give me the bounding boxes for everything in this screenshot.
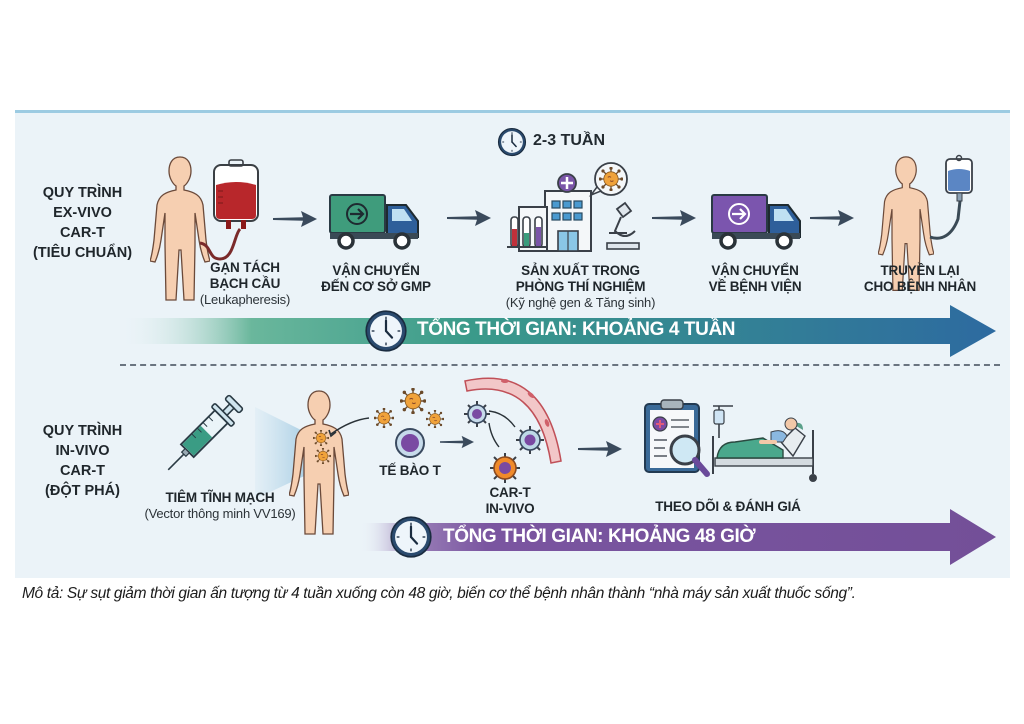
step-reinfusion-label: TRUYỀN LẠI CHO BỆNH NHÂN <box>860 263 980 295</box>
body-with-blood-bag-icon <box>150 156 259 301</box>
title-line: QUY TRÌNH <box>42 185 123 201</box>
title-line: IN-VIVO <box>55 443 110 459</box>
step-label-line: VẬN CHUYỂN <box>332 263 420 278</box>
step-label-line: TIÊM TĨNH MẠCH <box>165 490 275 505</box>
step-label-line: PHÒNG THÍ NGHIỆM <box>515 279 646 294</box>
step-label-line: BẠCH CẦU <box>209 276 281 291</box>
exvivo-process-title: QUY TRÌNH EX-VIVO CAR-T (TIÊU CHUẨN) <box>20 183 145 263</box>
step-label-line: CAR-T <box>489 485 531 500</box>
title-line: CAR-T <box>59 225 106 241</box>
title-line: EX-VIVO <box>53 205 112 221</box>
step-note: (Kỹ nghệ gen & Tăng sinh) <box>505 295 656 310</box>
flow-arrow-icon <box>810 210 854 226</box>
exvivo-timeline-arrow <box>120 305 996 357</box>
step-label-line: CHO BỆNH NHÂN <box>863 279 977 294</box>
flow-arrow-icon <box>447 210 491 226</box>
clipboard-and-patient-bed-icon <box>644 399 817 482</box>
title-line: (TIÊU CHUẨN) <box>32 245 133 261</box>
step-label-line: TẾ BÀO T <box>379 463 441 478</box>
description-caption: Mô tả: Sự sụt giảm thời gian ấn tượng từ… <box>22 585 856 602</box>
section-divider <box>120 364 1000 366</box>
body-with-iv-bag-icon <box>878 154 973 291</box>
t-cell-label: TẾ BÀO T <box>370 463 450 479</box>
step-label-line: THEO DÕI & ĐÁNH GIÁ <box>655 499 801 514</box>
step-label-line: VỀ BỆNH VIỆN <box>708 279 802 294</box>
step-label-line: VẬN CHUYỂN <box>711 263 799 278</box>
step-label-line: IN-VIVO <box>485 501 535 516</box>
purple-truck-icon <box>711 194 801 250</box>
step-transport-gmp-label: VẬN CHUYỂN ĐẾN CƠ SỞ GMP <box>315 263 437 295</box>
step-note: (Leukapheresis) <box>199 292 291 307</box>
invivo-total-time: TỔNG THỜI GIAN: KHOẢNG 48 GIỜ <box>443 526 756 547</box>
step-iv-injection-label: TIÊM TĨNH MẠCH (Vector thông minh VV169) <box>130 490 310 522</box>
flow-arrow-icon <box>273 211 317 227</box>
invivo-process-title: QUY TRÌNH IN-VIVO CAR-T (ĐỘT PHÁ) <box>20 421 145 501</box>
flow-arrow-icon <box>578 441 622 457</box>
clock-icon <box>365 310 407 352</box>
title-line: CAR-T <box>59 463 106 479</box>
step-lab-manufacturing-label: SẢN XUẤT TRONG PHÒNG THÍ NGHIỆM (Kỹ nghệ… <box>493 263 668 311</box>
step-transport-hospital-label: VẬN CHUYỂN VỀ BỆNH VIỆN <box>700 263 810 295</box>
laboratory-icon <box>507 162 640 252</box>
infographic-panel: QUY TRÌNH EX-VIVO CAR-T (TIÊU CHUẨN) GẠN… <box>15 110 1010 578</box>
clock-icon <box>497 127 527 157</box>
car-t-in-vivo-label: CAR-T IN-VIVO <box>475 485 545 517</box>
green-truck-icon <box>329 194 419 250</box>
patient-body-icon <box>289 390 370 535</box>
clock-icon <box>390 516 432 558</box>
step-label-line: TRUYỀN LẠI <box>880 263 960 278</box>
invivo-timeline-arrow <box>360 509 996 565</box>
manufacturing-duration-badge: 2-3 TUẦN <box>533 132 606 149</box>
title-line: (ĐỘT PHÁ) <box>45 483 120 499</box>
step-leukapheresis-label: GẠN TÁCH BẠCH CẦU (Leukapheresis) <box>180 260 310 308</box>
step-label-line: SẢN XUẤT TRONG <box>521 263 640 278</box>
flow-arrow-icon <box>652 210 696 226</box>
title-line: QUY TRÌNH <box>42 423 123 439</box>
monitoring-evaluation-label: THEO DÕI & ĐÁNH GIÁ <box>643 499 813 515</box>
step-note: (Vector thông minh VV169) <box>144 506 296 521</box>
t-cell-icon <box>374 388 444 458</box>
car-t-cell-icon <box>464 377 562 483</box>
step-label-line: ĐẾN CƠ SỞ GMP <box>321 279 431 294</box>
step-label-line: GẠN TÁCH <box>210 260 280 275</box>
exvivo-total-time: TỔNG THỜI GIAN: KHOẢNG 4 TUẦN <box>417 319 736 340</box>
